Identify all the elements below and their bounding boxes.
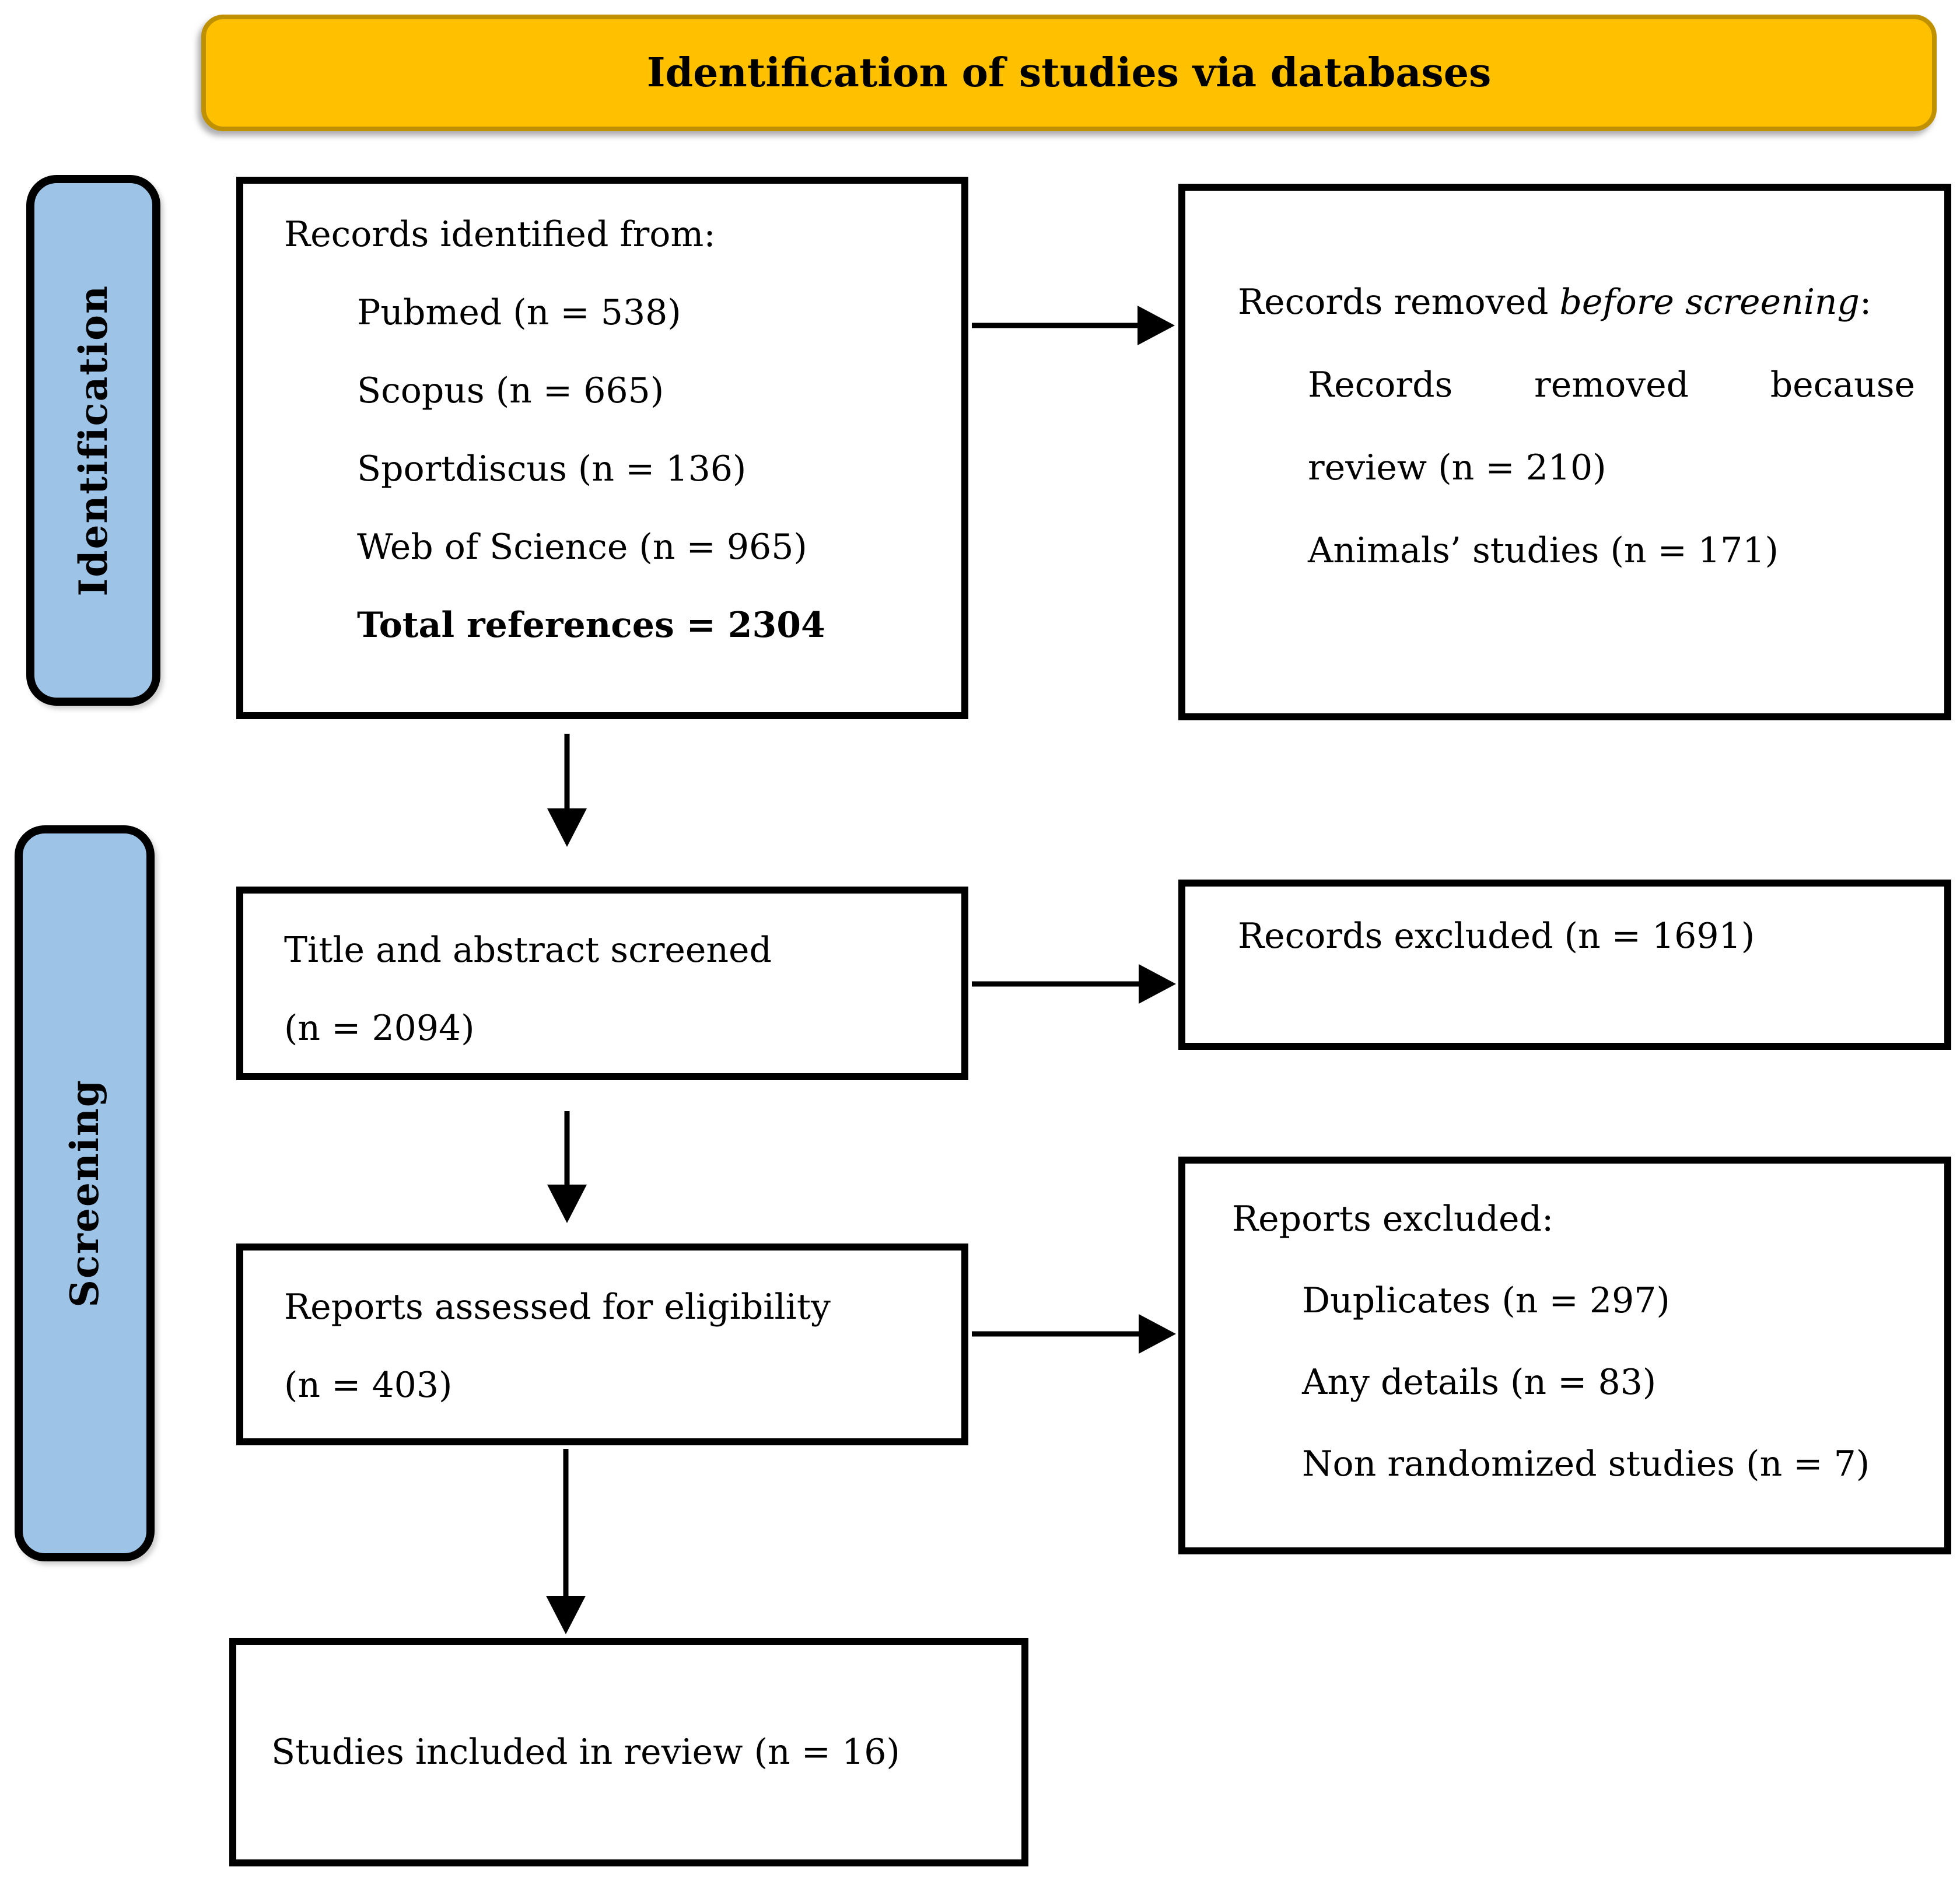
box-records-removed: Records removed before screening: Record… <box>1178 184 1951 720</box>
box-records-excluded: Records excluded (n = 1691) <box>1178 880 1951 1050</box>
banner: Identification of studies via databases <box>201 15 1937 131</box>
records-removed-title: Records removed before screening: <box>1238 282 1872 323</box>
records-identified-item-pubmed: Pubmed (n = 538) <box>357 292 681 333</box>
reports-excluded-any-details: Any details (n = 83) <box>1302 1362 1657 1403</box>
records-removed-animals: Animals’ studies (n = 171) <box>1308 530 1779 571</box>
reports-assessed-line2: (n = 403) <box>284 1365 453 1406</box>
banner-title: Identification of studies via databases <box>646 50 1492 96</box>
side-label-screening: Screening <box>15 825 155 1561</box>
box-reports-assessed: Reports assessed for eligibility (n = 40… <box>236 1244 968 1445</box>
box-records-identified: Records identified from: Pubmed (n = 538… <box>236 177 968 719</box>
records-removed-title-italic: before screening <box>1559 282 1860 323</box>
arrow-screened-to-assessed <box>547 1111 587 1223</box>
arrow-identified-to-removed <box>972 306 1175 345</box>
title-abstract-line2: (n = 2094) <box>284 1008 475 1049</box>
box-studies-included: Studies included in review (n = 16) <box>229 1638 1028 1866</box>
box-title-abstract-screened: Title and abstract screened (n = 2094) <box>236 887 968 1080</box>
arrow-identified-to-screened <box>547 734 587 847</box>
arrow-assessed-to-included <box>546 1449 586 1634</box>
records-identified-total: Total references = 2304 <box>357 605 825 646</box>
records-identified-item-sportdiscus: Sportdiscus (n = 136) <box>357 449 747 489</box>
records-excluded-text: Records excluded (n = 1691) <box>1238 916 1755 957</box>
reports-assessed-line1: Reports assessed for eligibility <box>284 1287 831 1327</box>
arrow-screened-to-excluded <box>972 964 1176 1004</box>
records-removed-review: review (n = 210) <box>1308 447 1606 488</box>
records-identified-item-wos: Web of Science (n = 965) <box>357 527 807 568</box>
reports-excluded-non-randomized: Non randomized studies (n = 7) <box>1302 1444 1870 1484</box>
reports-excluded-title: Reports excluded: <box>1232 1199 1554 1239</box>
box-reports-excluded: Reports excluded: Duplicates (n = 297) A… <box>1178 1157 1951 1554</box>
reports-excluded-duplicates: Duplicates (n = 297) <box>1302 1280 1670 1321</box>
side-label-identification: Identification <box>26 175 160 706</box>
records-identified-item-scopus: Scopus (n = 665) <box>357 370 664 411</box>
title-abstract-line1: Title and abstract screened <box>284 930 772 971</box>
records-identified-title: Records identified from: <box>284 214 716 255</box>
side-label-screening-text: Screening <box>62 1079 107 1308</box>
arrow-assessed-to-reports-excluded <box>972 1314 1176 1354</box>
studies-included-text: Studies included in review (n = 16) <box>271 1732 900 1773</box>
records-removed-justified-line: Records removed because <box>1308 365 1915 405</box>
side-label-identification-text: Identification <box>71 284 116 597</box>
